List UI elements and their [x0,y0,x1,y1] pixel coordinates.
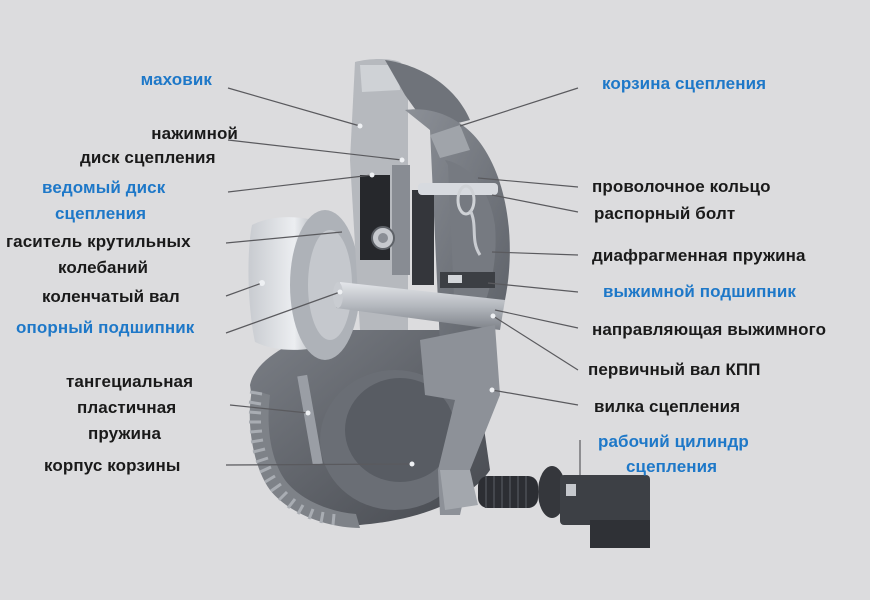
label-cover-housing: корпус корзины [44,456,181,475]
label-tangential-spring-line2: пластичная [77,398,177,417]
slave-cylinder-shape [478,466,650,548]
label-driven-disc-line2: сцепления [55,204,147,223]
label-pressure-plate-line2: диск сцепления [80,148,216,167]
driven-disc-shape [360,165,434,285]
label-release-bearing: выжимной подшипник [603,282,797,301]
label-slave-cylinder-line2: сцепления [626,457,718,476]
label-pressure-plate: нажимной [151,124,238,143]
label-clutch-cover: корзина сцепления [602,74,767,93]
label-slave-cylinder: рабочий цилиндр [598,432,749,451]
label-spacer-bolt: распорный болт [594,204,736,223]
label-pilot-bearing: опорный подшипник [16,318,195,337]
clutch-fork-shape [420,325,500,515]
label-flywheel: маховик [140,70,212,89]
label-tangential-spring-line3: пружина [88,424,162,443]
crankshaft-shape [248,210,360,360]
label-input-shaft: первичный вал КПП [588,360,761,379]
label-release-bearing-guide: направляющая выжимного [592,320,827,339]
label-diaphragm-spring: диафрагменная пружина [592,246,806,265]
label-torsional-damper: гаситель крутильных [6,232,191,251]
label-driven-disc: ведомый диск [42,178,166,197]
input-shaft-shape [333,272,505,330]
label-crankshaft: коленчатый вал [42,287,180,306]
label-tangential-spring: тангециальная [66,372,194,391]
leader-lines [225,87,581,475]
leader-dots [259,123,496,467]
label-torsional-damper-line2: колебаний [58,258,149,277]
spacer-bolt-shape [418,183,498,256]
label-clutch-fork: вилка сцепления [594,397,741,416]
label-wire-ring: проволочное кольцо [592,177,771,196]
